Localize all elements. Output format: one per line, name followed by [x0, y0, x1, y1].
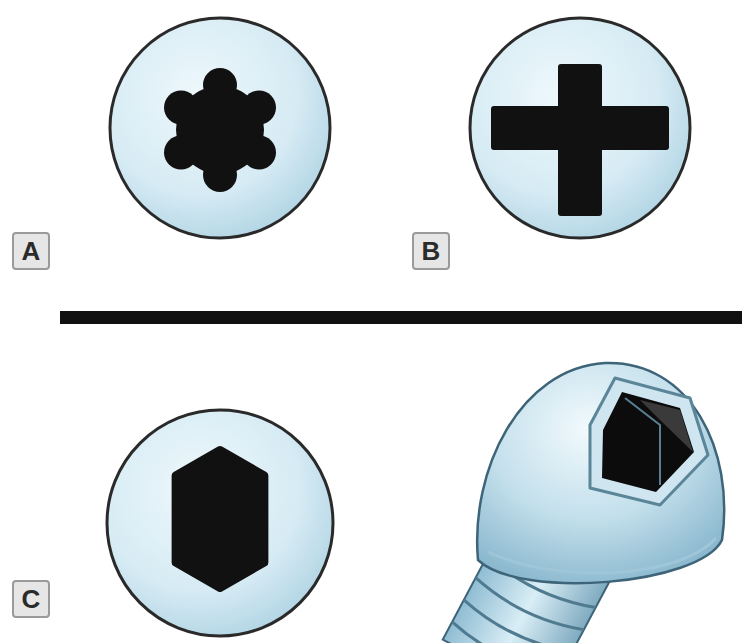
letter-label-box: B [412, 232, 450, 270]
cross-head [470, 18, 690, 238]
divider-bar [60, 311, 742, 324]
letter-label: B [422, 238, 441, 264]
hex-socket-head [107, 410, 333, 636]
letter-label: C [22, 586, 41, 612]
letter-label-box: C [12, 580, 50, 618]
button-head-screw [443, 363, 724, 643]
letter-label-box: A [12, 232, 50, 270]
torx-head [110, 18, 330, 238]
letter-label: A [22, 238, 41, 264]
